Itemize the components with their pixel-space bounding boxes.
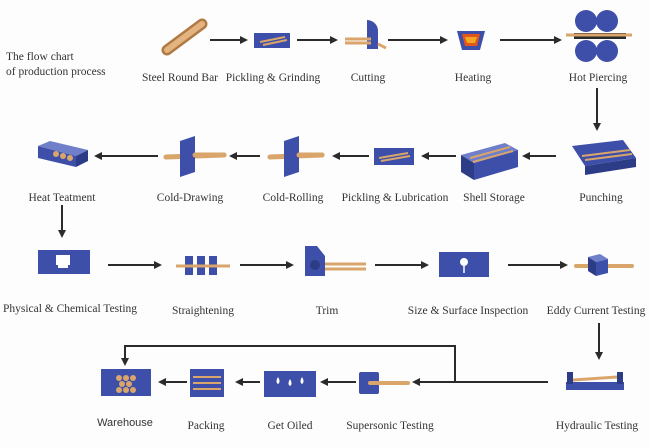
size-surface-inspection-icon (439, 252, 489, 277)
label-cold-drawing: Cold-Drawing (156, 192, 224, 204)
label-eddy-current-testing: Eddy Current Testing (546, 305, 646, 317)
label-warehouse: Warehouse (97, 417, 153, 429)
heating-icon (457, 31, 485, 50)
shell-storage-icon (461, 143, 518, 180)
label-supersonic-testing: Supersonic Testing (346, 420, 434, 432)
cold-rolling-icon (267, 136, 325, 177)
arrow-bypass (121, 345, 456, 382)
label-size-surface-inspection: Size & Surface Inspection (407, 305, 529, 317)
label-steel-round-bar: Steel Round Bar (141, 72, 219, 84)
hydraulic-testing-icon (566, 372, 624, 390)
trim-icon (305, 246, 366, 276)
label-pickling-grinding: Pickling & Grinding (225, 72, 321, 84)
eddy-current-testing-icon (574, 254, 634, 276)
pickling-lubrication-icon (374, 148, 414, 165)
get-oiled-icon (264, 371, 316, 397)
label-heat-treatment: Heat Teatment (28, 192, 96, 204)
label-hot-piercing: Hot Piercing (568, 72, 628, 84)
label-cold-rolling: Cold-Rolling (262, 192, 324, 204)
label-straightening: Straightening (172, 305, 234, 317)
label-pickling-lubrication: Pickling & Lubrication (341, 192, 449, 204)
cold-drawing-icon (163, 136, 227, 177)
packing-icon (190, 369, 224, 397)
flow-arrows (58, 36, 603, 386)
intro-text: The flow chart of production process (6, 50, 131, 80)
label-hydraulic-testing: Hydraulic Testing (555, 420, 639, 432)
pickling-grinding-icon (254, 33, 290, 48)
punching-icon (572, 140, 636, 175)
steel-round-bar-icon (161, 18, 208, 56)
hot-piercing-icon (566, 10, 632, 62)
straightening-icon (176, 256, 230, 275)
label-shell-storage: Shell Storage (463, 192, 525, 204)
cutting-icon (345, 20, 387, 50)
label-physical-chemical-testing: Physical & Chemical Testing (2, 303, 138, 315)
intro-line-1: The flow chart (6, 51, 74, 63)
label-punching: Punching (579, 192, 623, 204)
supersonic-testing-icon (359, 372, 410, 394)
label-trim: Trim (315, 305, 339, 317)
label-packing: Packing (187, 420, 225, 432)
label-get-oiled: Get Oiled (267, 420, 313, 432)
heat-treatment-icon (38, 141, 88, 167)
label-cutting: Cutting (350, 72, 386, 84)
warehouse-icon (101, 369, 151, 396)
intro-line-2: of production process (6, 66, 106, 78)
label-heating: Heating (454, 72, 492, 84)
physical-chemical-testing-icon (38, 250, 90, 274)
